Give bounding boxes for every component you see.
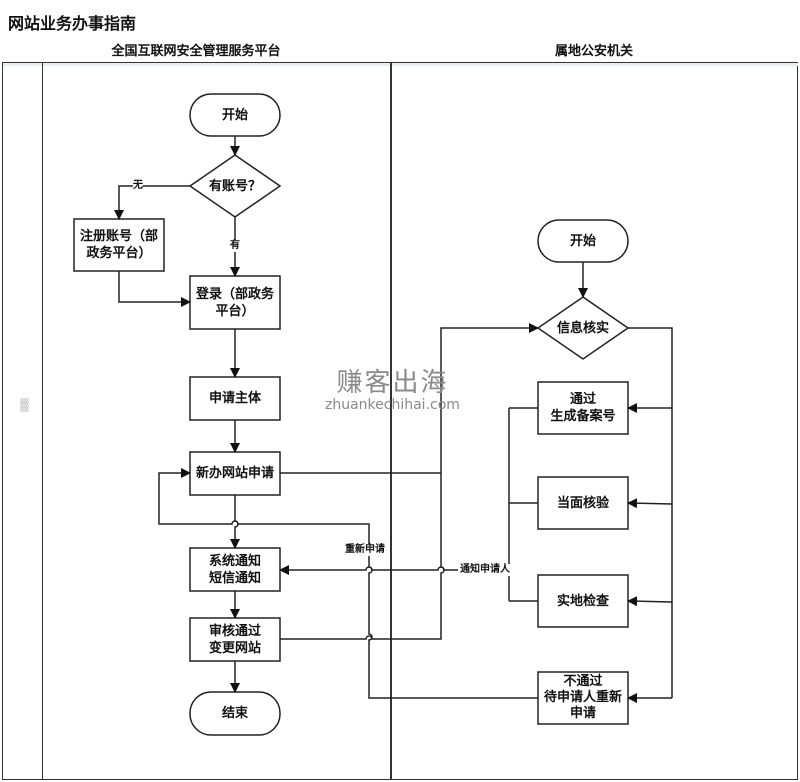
node-face-check-label: 当面核验 [556,495,609,511]
lane-header-police: 属地公安机关 [390,41,798,63]
edge-approved-to-verify [280,473,445,640]
node-approved-change-label: 审核通过 变更网站 [208,623,261,656]
node-register-label: 注册账号（部政务平台） [79,229,158,261]
edge-decision-no [114,185,190,220]
node-pass-label: 通过 生成备案号 [550,392,616,424]
edge-notify-applicant [508,407,538,602]
node-notify-label: 系统通知 短信通知 [208,553,261,586]
header-shadow [3,63,798,66]
node-fail-label: 不通过 待申请人重新申请 [543,674,622,721]
edge-bus-to-face [627,498,673,509]
node-end-label: 结束 [221,706,248,721]
decision-verify [536,296,630,360]
node-apply-subject-label: 申请主体 [208,391,261,406]
node-new-site-label: 新办网站申请 [195,466,274,481]
node-site-check-label: 实地检查 [556,593,609,609]
edge-label-no: 无 [133,180,143,192]
edge-bus-to-site [627,596,673,607]
side-column [2,63,43,780]
node-start-right-label: 开始 [569,233,596,249]
node-verify-label: 信息核实 [556,320,609,336]
lane-divider [390,63,392,780]
edge-label-reapply: 重新申请 [345,544,385,556]
edge-label-yes: 有 [230,240,240,252]
page-title: 网站业务办事指南 [8,14,137,33]
watermark: 赚客出海 zhuankechihai.com [325,368,460,413]
node-start-left-label: 开始 [221,107,248,123]
process-approved-change [189,617,281,662]
edge-label-notify-applicant: 通知申请人 [460,564,510,576]
side-label-faded: ▒▒▒ [20,398,28,412]
watermark-en: zhuankechihai.com [325,397,460,413]
edge-register-to-login [118,271,191,307]
node-login-label: 登录（部政务平台） [195,286,274,319]
edge-verify-right-bus [628,327,673,698]
process-pass [537,381,629,435]
watermark-cn: 赚客出海 [336,368,449,398]
node-has-account-label: 有账号？ [208,178,261,194]
lane-header-platform: 全国互联网安全管理服务平台 [2,41,391,63]
edge-collector-to-notify [279,565,458,575]
edge-newsite-to-verify [280,323,539,474]
